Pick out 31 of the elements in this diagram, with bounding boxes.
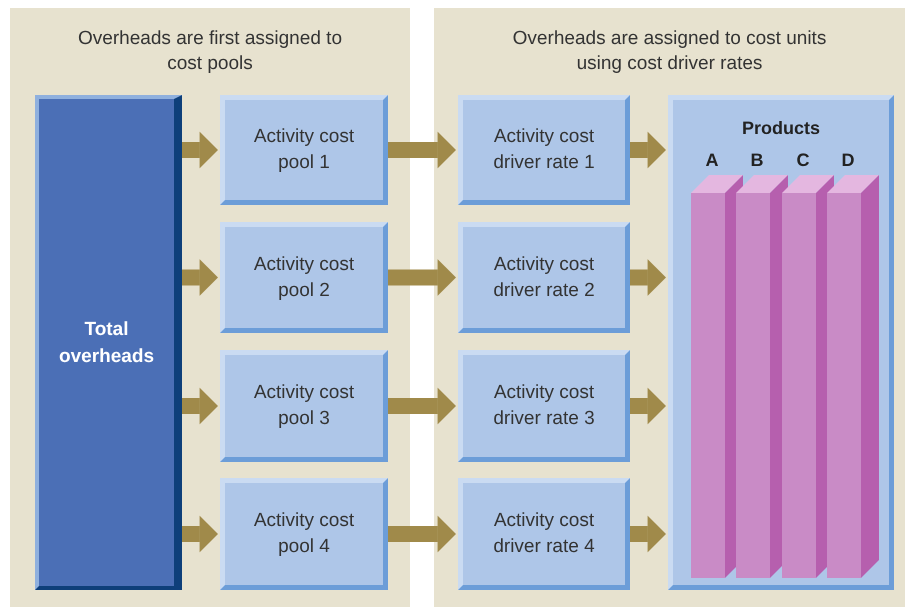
panel-heading: Overheads are first assigned to cost pools (76, 27, 344, 76)
process-box: Activity cost pool 4 (220, 478, 388, 590)
products-panel (668, 95, 894, 590)
process-box: Activity cost pool 3 (220, 350, 388, 462)
arrow (182, 388, 218, 424)
process-box: Activity cost driver rate 2 (458, 222, 630, 333)
panel-background (10, 8, 410, 607)
process-box: Total overheads (35, 95, 182, 590)
arrow (630, 388, 666, 424)
process-box: Activity cost driver rate 4 (458, 478, 630, 590)
panel-background (434, 8, 905, 607)
arrow (182, 259, 218, 296)
process-box: Activity cost driver rate 3 (458, 350, 630, 462)
arrow (182, 132, 218, 168)
product-letter: D (840, 150, 856, 171)
product-letter: A (704, 150, 720, 171)
process-box: Activity cost pool 2 (220, 222, 388, 333)
arrow (388, 259, 456, 296)
arrow (388, 132, 456, 168)
arrow (630, 132, 666, 168)
process-box: Activity cost pool 1 (220, 95, 388, 205)
arrow (630, 259, 666, 296)
arrow (182, 516, 218, 552)
product-letter: B (750, 150, 764, 171)
panel-heading: Overheads are assigned to cost units using cost driver rates (512, 27, 828, 76)
panel-heading: Products (740, 118, 821, 139)
product-letter: C (796, 150, 810, 171)
process-box: Activity cost driver rate 1 (458, 95, 630, 205)
arrow (388, 388, 456, 424)
arrow (388, 516, 456, 552)
arrow (630, 516, 666, 552)
